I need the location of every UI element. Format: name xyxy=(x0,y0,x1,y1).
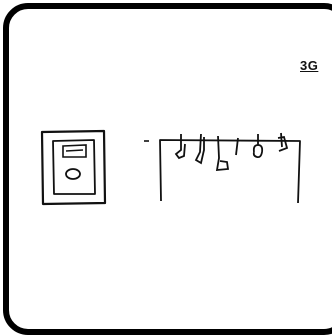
outer-frame xyxy=(6,6,332,332)
corner-label: 3G xyxy=(300,58,318,73)
device-screen-line xyxy=(66,150,83,151)
